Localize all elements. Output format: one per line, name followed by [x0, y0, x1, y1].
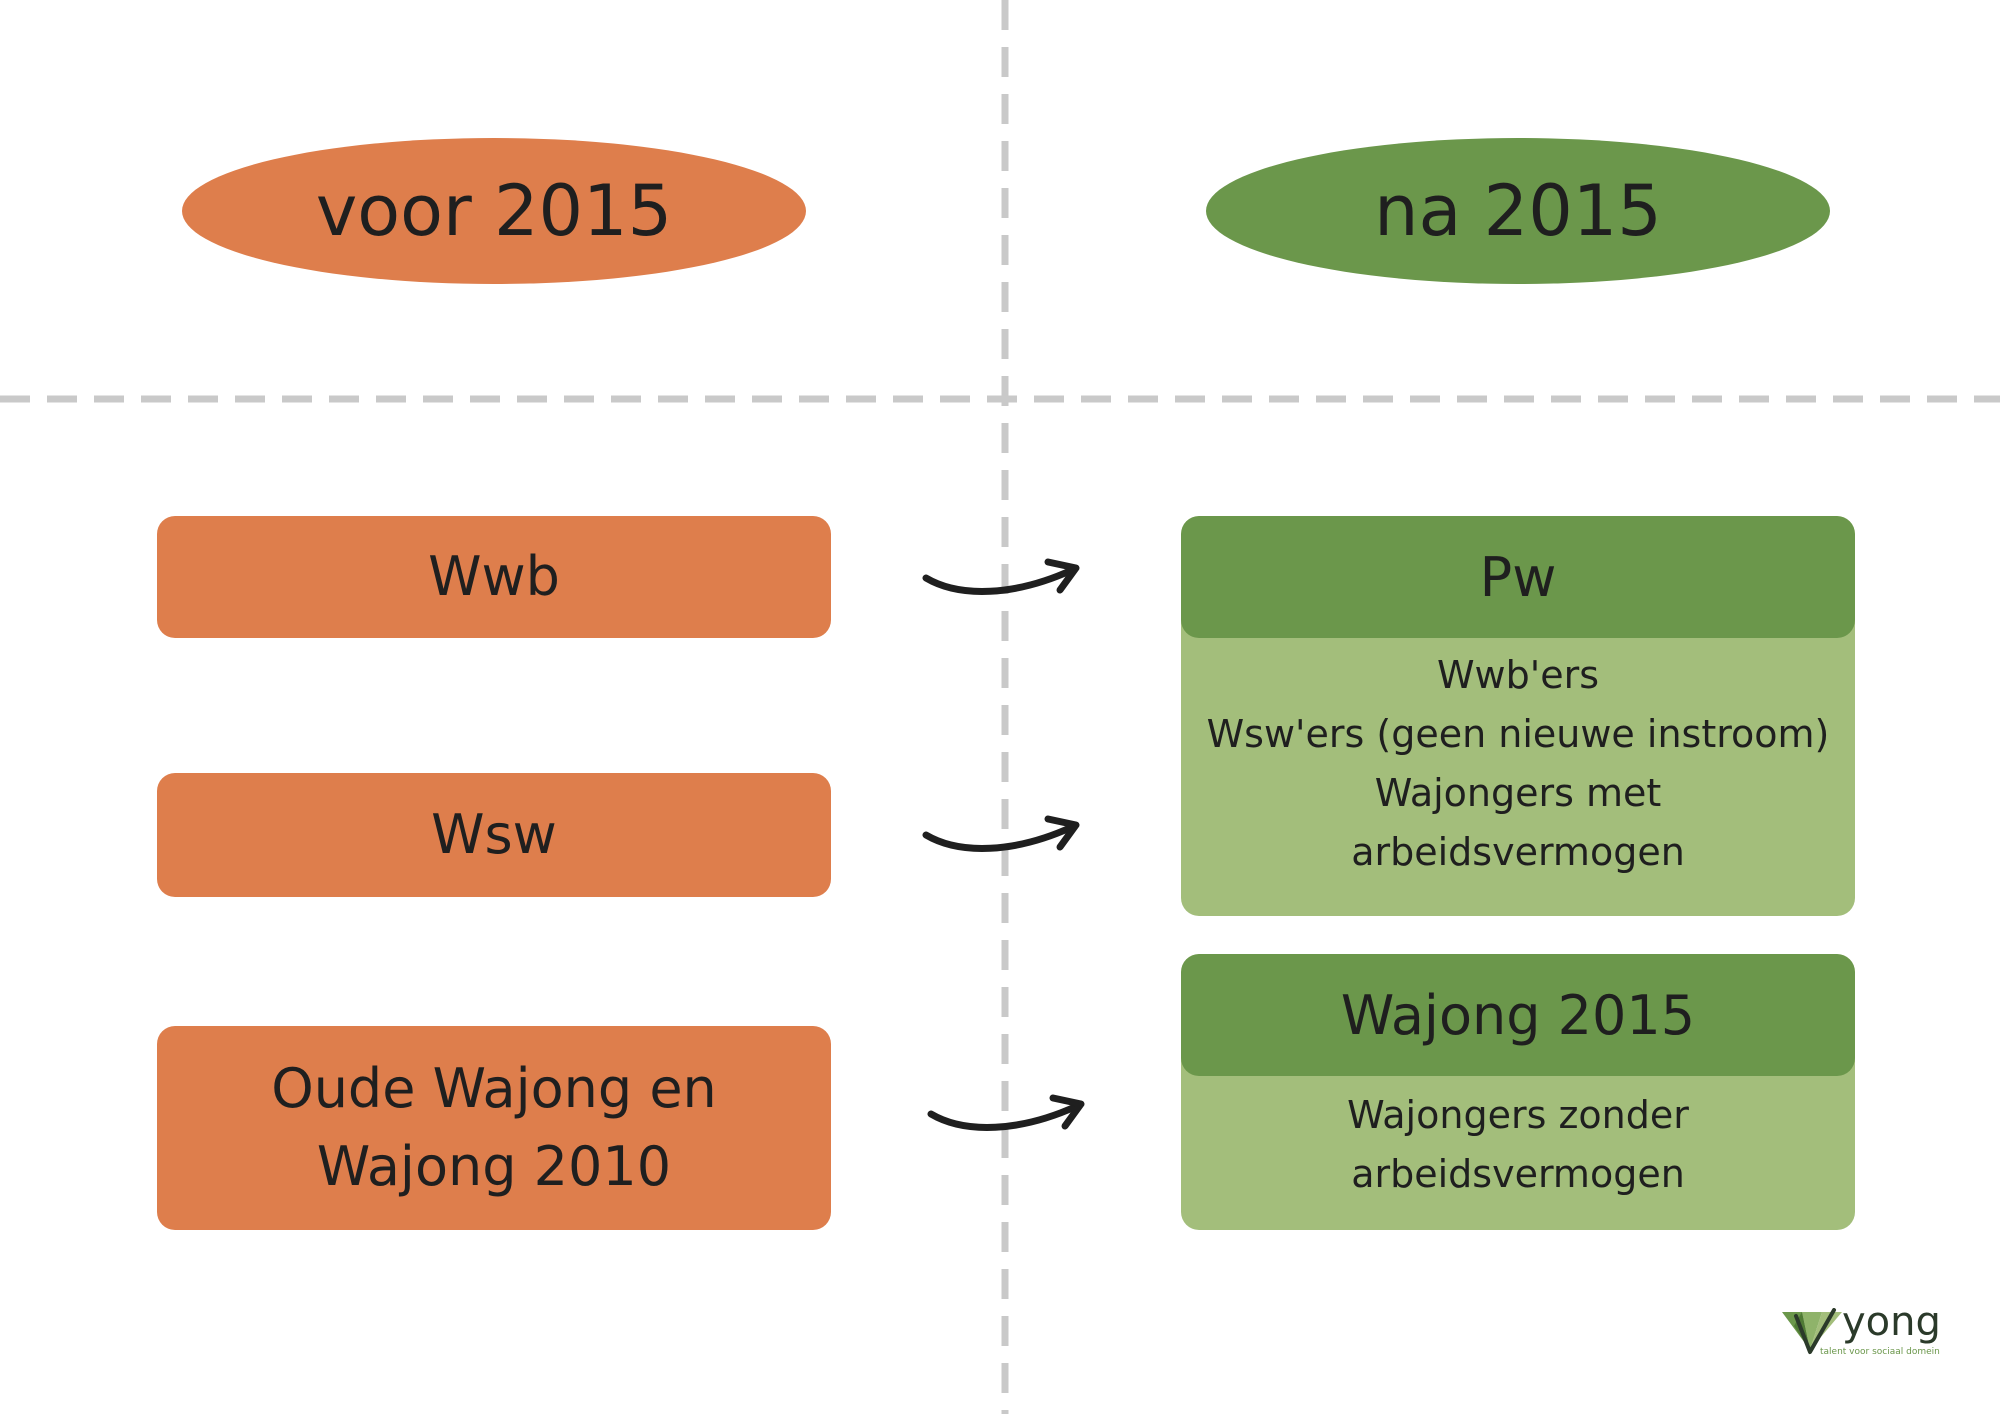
header-before-2015-label: voor 2015 [315, 170, 673, 252]
arrow-icon [922, 815, 1080, 852]
header-before-2015: voor 2015 [182, 138, 806, 284]
group-line: arbeidsvermogen [1351, 1152, 1685, 1196]
new-scheme-pw: Pw Wwb'ers Wsw'ers (geen nieuwe instroom… [1181, 516, 1855, 916]
new-scheme-title: Wajong 2015 [1181, 954, 1855, 1076]
yong-logo: yong talent voor sociaal domein [1780, 1299, 1941, 1370]
group-line: Wajongers zonder [1347, 1093, 1689, 1137]
header-after-2015: na 2015 [1206, 138, 1830, 284]
old-scheme-wwb: Wwb [157, 516, 831, 638]
logo-wordmark: yong [1842, 1299, 1941, 1345]
new-scheme-groups: Wajongers zonder arbeidsvermogen [1181, 1076, 1855, 1204]
old-scheme-label: Oude Wajong en Wajong 2010 [271, 1056, 717, 1198]
old-scheme-wsw: Wsw [157, 773, 831, 897]
header-after-2015-label: na 2015 [1374, 170, 1662, 252]
group-line: Wsw'ers (geen nieuwe instroom) [1206, 712, 1830, 756]
gem-logo-icon [1782, 1308, 1842, 1354]
logo-tagline: talent voor sociaal domein [1820, 1347, 1940, 1357]
group-line: Wajongers met [1374, 771, 1662, 815]
old-scheme-label: Wwb [428, 544, 560, 608]
new-scheme-title: Pw [1181, 516, 1855, 638]
arrow-icon [927, 1094, 1085, 1131]
old-scheme-label: Wsw [431, 802, 557, 866]
group-line: Wwb'ers [1436, 653, 1600, 697]
arrow-icon [922, 558, 1080, 595]
new-scheme-groups: Wwb'ers Wsw'ers (geen nieuwe instroom) W… [1181, 638, 1855, 882]
new-scheme-wajong-2015: Wajong 2015 Wajongers zonder arbeidsverm… [1181, 954, 1855, 1230]
group-line: arbeidsvermogen [1351, 830, 1685, 874]
old-scheme-wajong: Oude Wajong en Wajong 2010 [157, 1026, 831, 1230]
new-scheme-title-label: Pw [1479, 545, 1557, 609]
new-scheme-title-label: Wajong 2015 [1340, 983, 1696, 1047]
